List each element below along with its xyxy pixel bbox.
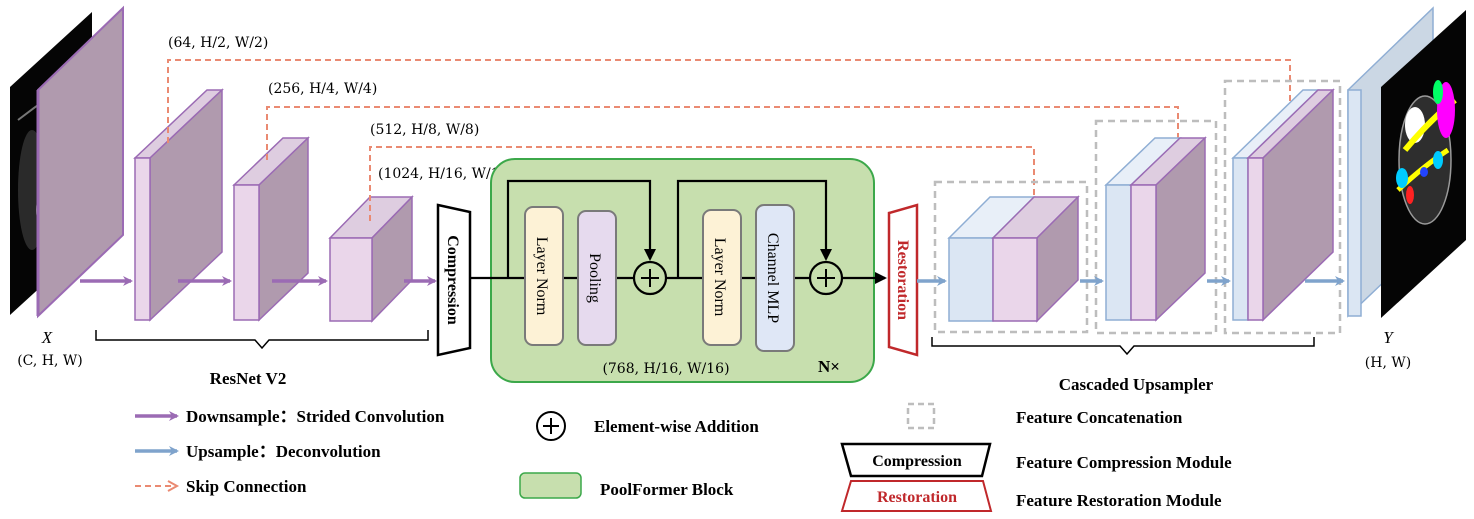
decoder-upsampled-map-2 xyxy=(1104,137,1182,321)
layer-norm-2: Layer Norm xyxy=(702,209,742,346)
pooling-block: Pooling xyxy=(577,210,617,346)
encoder-feature-map-2 xyxy=(232,136,310,322)
decoder-skip-map-1 xyxy=(991,195,1080,323)
layer-norm-1: Layer Norm xyxy=(524,206,564,346)
pooling-label: Pooling xyxy=(586,253,603,303)
decoder-skip-map-2 xyxy=(1129,136,1207,322)
legend-compression-shape-label: Compression xyxy=(872,453,962,470)
skip-connections xyxy=(167,59,1299,228)
legend-restoration-shape-label: Restoration xyxy=(877,489,957,506)
concat-box-2 xyxy=(1094,119,1218,335)
poolformer-repeat: N× xyxy=(818,357,840,376)
encoder-brace xyxy=(95,330,429,350)
legend-downsample-label: Downsample：Strided Convolution xyxy=(186,407,445,426)
output-shape: (H, W) xyxy=(1365,355,1411,371)
legend-addition-label: Element-wise Addition xyxy=(594,417,759,436)
skip-connection-1 xyxy=(167,59,1299,143)
legend-restoration-label: Feature Restoration Module xyxy=(1016,491,1222,510)
concat-box-1 xyxy=(933,180,1089,334)
restoration-label: Restoration xyxy=(894,240,911,320)
input-symbol: X xyxy=(41,328,53,347)
input-shape: (C, H, W) xyxy=(17,353,83,369)
decoder-brace xyxy=(931,337,1315,356)
legend: Downsample：Strided Convolution Upsample：… xyxy=(135,402,1232,512)
layer-norm-2-label: Layer Norm xyxy=(711,238,728,317)
bottleneck-shape: (1024, H/16, W/16) xyxy=(378,166,514,182)
encoder-label: ResNet V2 xyxy=(210,369,287,388)
legend-restoration-shape xyxy=(840,480,993,512)
skip-shape-2: (256, H/4, W/4) xyxy=(268,81,377,97)
addition-node-2 xyxy=(808,260,844,296)
skip-connection-3 xyxy=(369,146,1043,228)
compression-label: Compression xyxy=(444,235,461,325)
layer-norm-1-label: Layer Norm xyxy=(533,237,550,316)
legend-upsample-label: Upsample：Deconvolution xyxy=(186,442,381,461)
legend-compression-shape xyxy=(840,442,992,478)
legend-compression-label: Feature Compression Module xyxy=(1016,453,1232,472)
decoder-upsampled-map-3 xyxy=(1231,89,1320,321)
output-symbol: Y xyxy=(1383,328,1394,347)
input-feature-map xyxy=(36,5,124,319)
legend-addition-icon xyxy=(536,411,566,441)
decoder-label: Cascaded Upsampler xyxy=(1059,375,1214,394)
addition-node-1 xyxy=(632,260,668,296)
poolformer-shape: (768, H/16, W/16) xyxy=(602,361,729,377)
legend-concat-label: Feature Concatenation xyxy=(1016,408,1183,427)
output-segmentation-image xyxy=(1381,10,1466,318)
compression-module xyxy=(436,203,472,357)
channel-mlp-label: Channel MLP xyxy=(764,233,781,323)
legend-skip-label: Skip Connection xyxy=(186,477,307,496)
restoration-module xyxy=(887,203,919,357)
skip-shape-1: (64, H/2, W/2) xyxy=(168,35,268,51)
encoder-feature-map-3 xyxy=(328,195,414,323)
legend-concat-swatch xyxy=(906,402,936,430)
concat-box-3 xyxy=(1223,79,1342,335)
legend-poolformer-label: PoolFormer Block xyxy=(600,480,734,499)
legend-poolformer-swatch xyxy=(519,472,582,499)
channel-mlp-block: Channel MLP xyxy=(755,204,795,352)
skip-shape-3: (512, H/8, W/8) xyxy=(370,122,479,138)
decoder-skip-map-3 xyxy=(1246,88,1335,322)
encoder-feature-map-1 xyxy=(133,88,224,322)
